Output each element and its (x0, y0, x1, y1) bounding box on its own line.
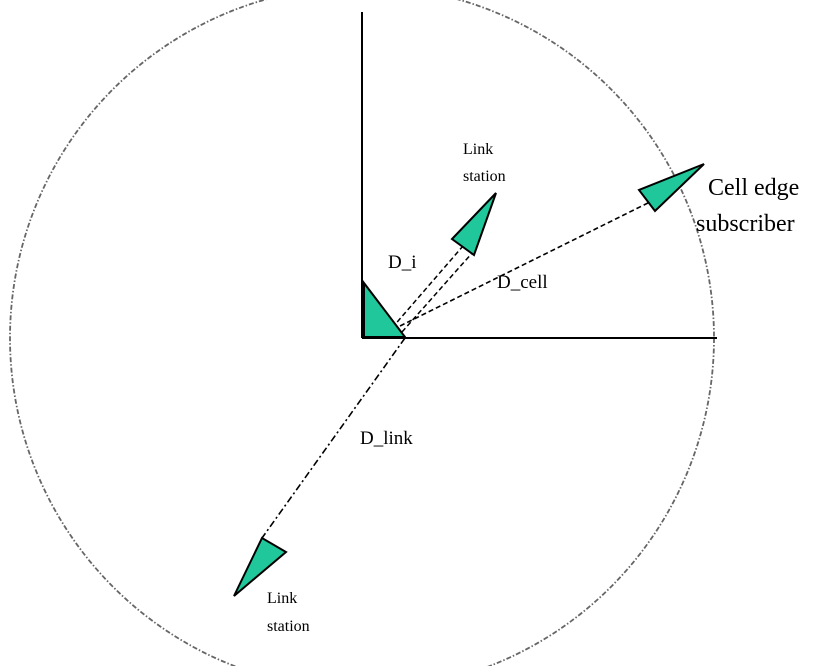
base-station-marker (363, 280, 408, 338)
link-station-bottom-label-line2: station (267, 618, 310, 635)
link-station-bottom-marker (233, 536, 288, 597)
cell-edge-subscriber-marker (637, 163, 705, 213)
cell-edge-subscriber-label-line2: subscriber (696, 211, 795, 237)
link-station-bottom-label: Link station (267, 590, 310, 635)
d-i-label: D_i (388, 252, 417, 273)
link-station-top-label-line2: station (463, 168, 506, 185)
d-cell-line (399, 194, 665, 327)
link-station-bottom-label-line1: Link (267, 590, 297, 607)
d-i-line-a (391, 245, 464, 329)
d-cell-label: D_cell (497, 272, 548, 293)
link-station-top-marker (450, 192, 497, 257)
d-i-line-b (401, 251, 474, 333)
cell-edge-subscriber-label-line1: Cell edge (708, 175, 799, 201)
link-station-top-label-line1: Link (463, 141, 493, 158)
d-link-label: D_link (360, 428, 413, 449)
d-link-line (261, 337, 406, 539)
cell-edge-subscriber-label: Cell edge subscriber (696, 175, 805, 237)
link-station-top-label: Link station (463, 141, 506, 185)
